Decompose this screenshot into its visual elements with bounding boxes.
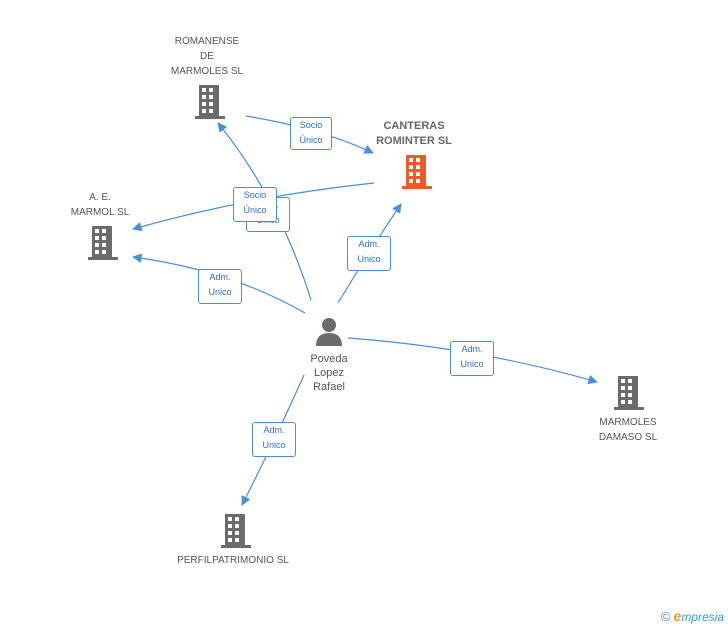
label-line: DAMASO SL xyxy=(598,432,658,443)
edge-label-line: Único xyxy=(243,205,267,215)
label-line: ROMANENSE xyxy=(174,36,240,47)
node-label-canteras[interactable]: CANTERAS ROMINTER SL xyxy=(364,119,464,149)
edge-label-line: Unico xyxy=(357,254,381,264)
node-label-ae-marmol[interactable]: A. E. MARMOL SL xyxy=(55,190,145,220)
node-label-person[interactable]: Poveda Lopez Rafael xyxy=(292,352,366,394)
edge-label-line: Único xyxy=(299,135,323,145)
copyright-symbol: © xyxy=(660,609,671,624)
edge-label-line: Adm. xyxy=(209,272,231,282)
label-line: Lopez xyxy=(314,367,344,379)
edge-label-person-ae[interactable]: Adm. Unico xyxy=(198,269,242,304)
edge-label-person-perfil[interactable]: Adm. Unico xyxy=(252,422,296,457)
edge-label-line: Adm. xyxy=(461,344,483,354)
edges-layer xyxy=(132,115,598,506)
brand-initial: e xyxy=(673,608,682,624)
edge-label-line: Adm. xyxy=(358,239,380,249)
label-line: CANTERAS xyxy=(383,120,445,132)
label-line: A. E. xyxy=(89,192,111,203)
edge-label-line: Adm. xyxy=(263,425,285,435)
label-line: PERFILPATRIMONIO SL xyxy=(177,555,289,566)
building-icon xyxy=(221,514,251,548)
node-label-perfilpatrimonio[interactable]: PERFILPATRIMONIO SL xyxy=(168,553,298,568)
node-label-romanense[interactable]: ROMANENSE DE MARMOLES SL xyxy=(160,34,254,79)
edge-label-line: Unico xyxy=(208,287,232,297)
label-line: MARMOLES SL xyxy=(170,66,244,77)
edge-label-line: Unico xyxy=(262,440,286,450)
building-icon xyxy=(88,226,118,260)
edge-label-person-damaso[interactable]: Adm. Unico xyxy=(450,341,494,376)
brand-name: mpresia xyxy=(681,610,724,624)
building-icon xyxy=(614,376,644,410)
label-line: MARMOLES xyxy=(599,417,657,428)
label-line: Poveda xyxy=(310,353,348,365)
building-icon xyxy=(402,155,432,189)
edge-label-line: Socio xyxy=(299,120,323,130)
edge-label-romanense-canteras[interactable]: Socio Único xyxy=(290,117,332,150)
person-icon xyxy=(316,318,342,346)
edge-label-line: Socio xyxy=(243,190,267,200)
edge-label-person-canteras[interactable]: Adm. Unico xyxy=(347,236,391,271)
building-icon xyxy=(195,85,225,119)
label-line: MARMOL SL xyxy=(70,207,130,218)
label-line: Rafael xyxy=(313,381,345,393)
label-line: DE xyxy=(200,51,214,62)
label-line: ROMINTER SL xyxy=(376,135,452,147)
node-label-marmoles-damaso[interactable]: MARMOLES DAMASO SL xyxy=(584,415,672,445)
edge-label-canteras-ae-socio[interactable]: Socio Único xyxy=(233,187,277,222)
empresia-logo[interactable]: ©empresia xyxy=(661,608,724,624)
edge-label-line: Unico xyxy=(460,359,484,369)
